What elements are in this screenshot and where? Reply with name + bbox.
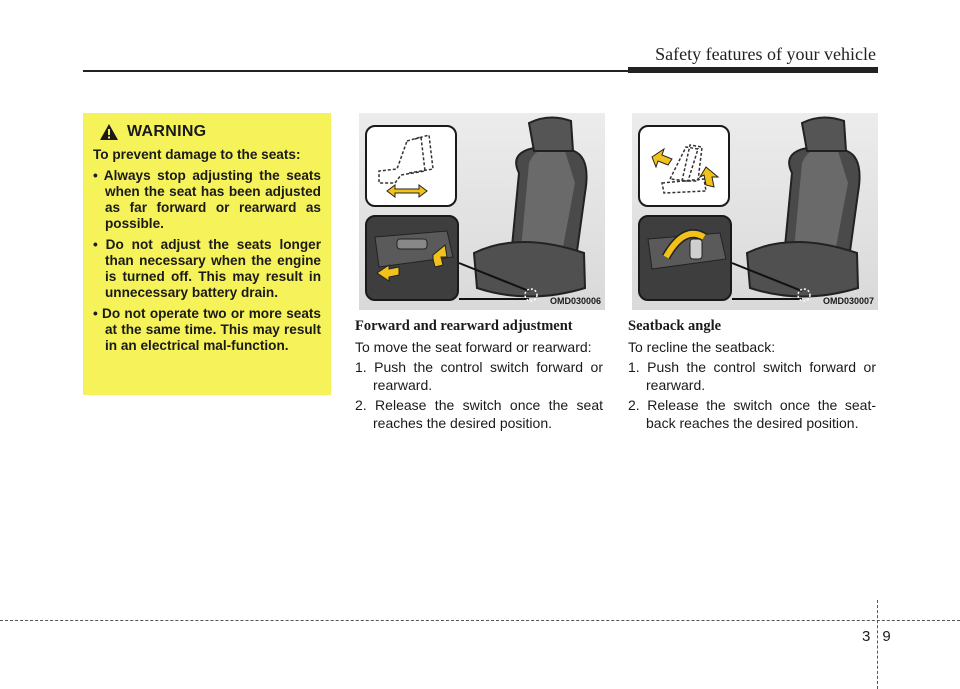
switch-closeup-diagram xyxy=(374,230,454,282)
warning-list: Always stop adjusting the seats when the… xyxy=(93,168,323,354)
recline-diagram xyxy=(651,144,720,194)
recline-inset xyxy=(638,125,730,207)
figure-seatback-recline: OMD030007 xyxy=(632,113,878,310)
figure-code: OMD030007 xyxy=(822,296,874,306)
header-rule-accent xyxy=(628,67,878,73)
steps-list: 1. Push the control switch forward or re… xyxy=(355,359,603,432)
warning-title: WARNING xyxy=(127,123,207,140)
seat-slide-diagram xyxy=(378,134,434,198)
seat-illustration xyxy=(458,116,588,302)
section-heading: Seatback angle xyxy=(628,318,722,334)
section-intro: To move the seat forward or rearward: xyxy=(355,338,592,355)
figure-seat-slide: OMD030006 xyxy=(359,113,605,310)
header-rule xyxy=(83,70,878,72)
footer-rule xyxy=(0,620,960,621)
step-item: 1. Push the control switch forward or re… xyxy=(355,359,603,393)
step-item: 1. Push the control switch forward or re… xyxy=(628,359,876,393)
warning-box: WARNING To prevent damage to the seats: … xyxy=(83,113,331,395)
warning-triangle-icon xyxy=(99,123,119,141)
section-heading: Forward and rearward adjustment xyxy=(355,318,573,334)
double-arrow-icon xyxy=(386,184,428,198)
section-title: Safety features of your vehicle xyxy=(655,44,876,64)
steps-list: 1. Push the control switch forward or re… xyxy=(628,359,876,432)
footer-divider xyxy=(877,600,878,689)
warning-intro: To prevent damage to the seats: xyxy=(93,147,301,162)
seatback-angle-section: Seatback angle To recline the seatback: … xyxy=(628,318,876,435)
page-number: 39 xyxy=(862,628,903,645)
seat-illustration xyxy=(731,116,861,302)
warning-item: Always stop adjusting the seats when the… xyxy=(93,168,323,232)
step-item: 2. Release the switch once the seat reac… xyxy=(355,397,603,431)
section-intro: To recline the seatback: xyxy=(628,338,776,355)
figure-code: OMD030006 xyxy=(549,296,601,306)
warning-header: WARNING xyxy=(99,123,323,141)
seat-slide-inset xyxy=(365,125,457,207)
forward-rearward-section: Forward and rearward adjustment To move … xyxy=(355,318,603,435)
switch-closeup-inset xyxy=(365,215,459,301)
step-item: 2. Release the switch once the seat-back… xyxy=(628,397,876,431)
switch-closeup-diagram xyxy=(647,229,727,270)
warning-item: Do not adjust the seats longer than nece… xyxy=(93,237,323,301)
switch-closeup-inset xyxy=(638,215,732,301)
warning-item: Do not operate two or more seats at the … xyxy=(93,306,323,354)
